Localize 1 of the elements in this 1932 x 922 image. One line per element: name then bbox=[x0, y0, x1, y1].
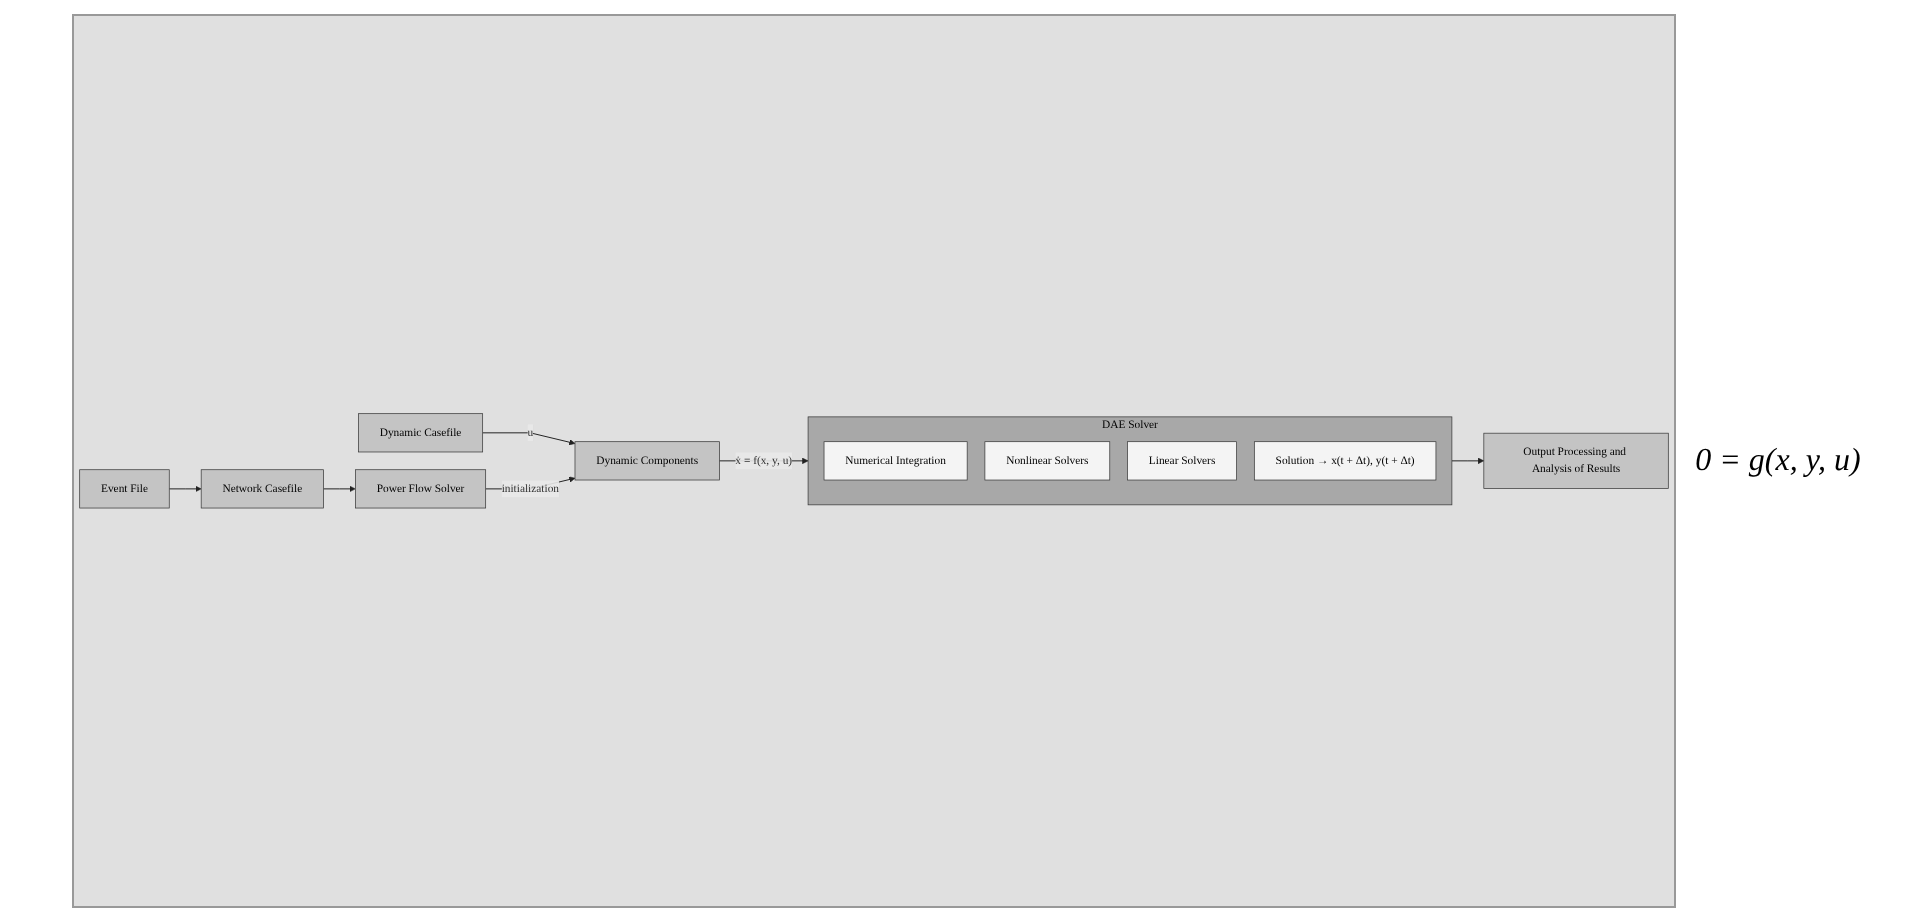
equation-label: 0 = g(x, y, u) bbox=[1695, 443, 1861, 479]
